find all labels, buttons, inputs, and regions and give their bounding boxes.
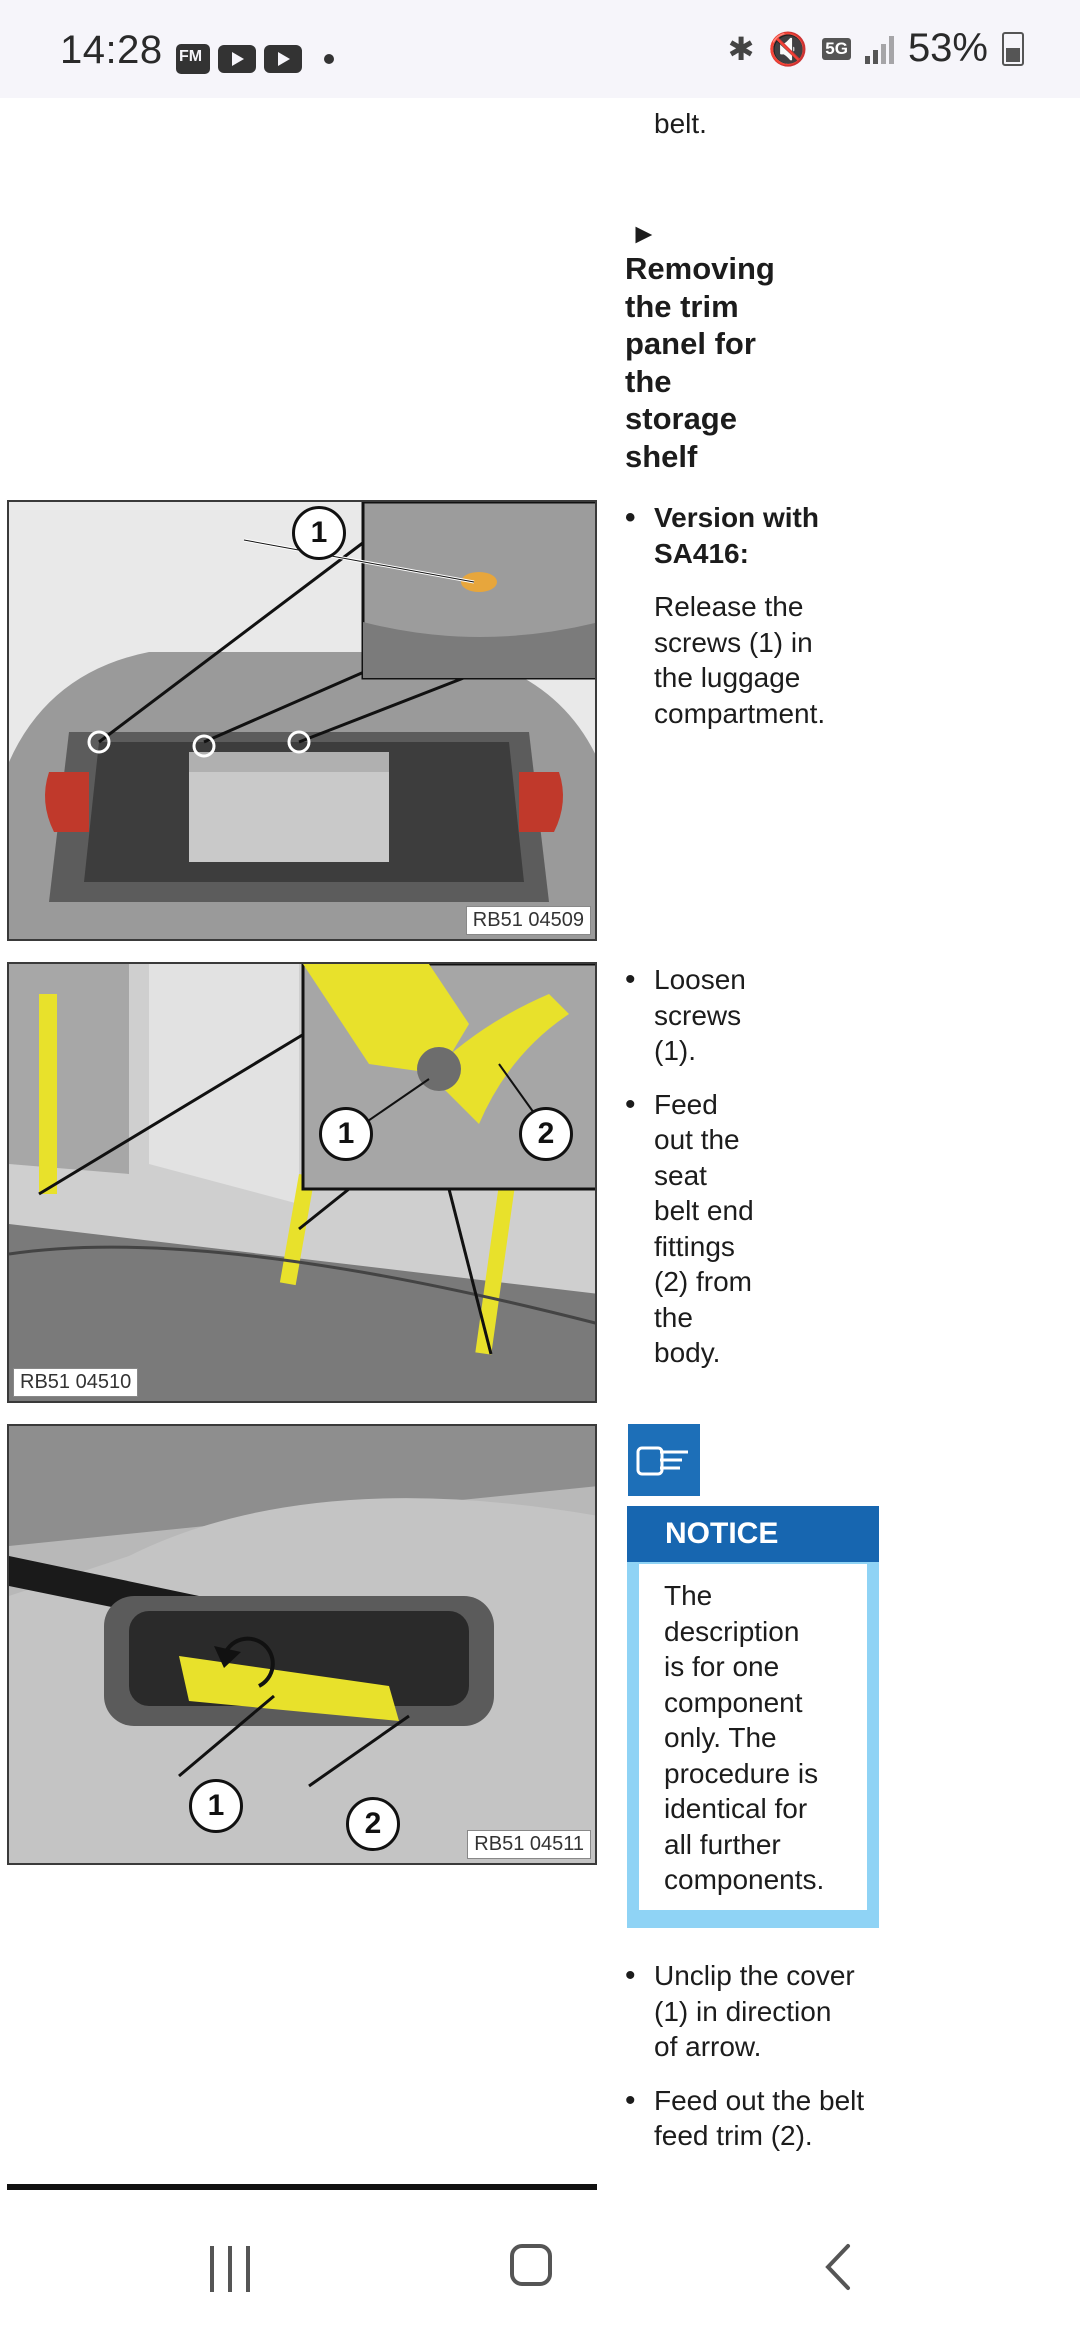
- callout-1: 1: [292, 506, 346, 560]
- step-line: (1).: [654, 1035, 696, 1066]
- step-line: screws: [654, 999, 742, 1031]
- notice-line: procedure is: [664, 1757, 819, 1789]
- heading-line: shelf: [625, 438, 698, 474]
- battery-percent: 53%: [907, 26, 988, 70]
- step-line: seat: [654, 1159, 707, 1191]
- step-title-line: SA416:: [654, 537, 749, 569]
- step-line: belt end: [654, 1195, 754, 1226]
- hand-pointer-icon: [628, 1424, 700, 1496]
- step-body-line: compartment.: [654, 697, 826, 729]
- notice-line: component: [664, 1686, 803, 1718]
- signal-icon: [864, 34, 894, 64]
- heading-line: Removing: [625, 251, 775, 286]
- figure-label: RB51 04510: [13, 1368, 139, 1397]
- text-fragment: belt.: [654, 108, 707, 139]
- heading-line: storage: [625, 401, 737, 436]
- heading-line: panel for: [625, 326, 756, 361]
- notice-line: only. The: [664, 1722, 777, 1753]
- more-notifications-icon: [324, 54, 334, 64]
- step-line: out the: [654, 1124, 740, 1155]
- callout-2: 2: [519, 1107, 573, 1161]
- youtube-icon: [218, 45, 256, 73]
- fm-icon: [176, 44, 210, 74]
- back-button[interactable]: [818, 2242, 858, 2292]
- step-line: of arrow.: [654, 2031, 762, 2062]
- mute-icon: 🔇: [768, 30, 809, 67]
- recents-button[interactable]: [210, 2246, 250, 2292]
- next-figure-edge: [7, 2184, 597, 2190]
- notification-icons: [176, 44, 334, 74]
- notice-line: identical for: [664, 1793, 808, 1824]
- notice-body: The description is for one component onl…: [639, 1564, 867, 1910]
- notice-line: is for one: [664, 1651, 780, 1682]
- step-unclip-cover: Unclip the cover (1) in direction of arr…: [625, 1958, 925, 2154]
- step-body-line: the luggage: [654, 662, 801, 693]
- step-title-line: Version with: [654, 502, 819, 533]
- callout-2: 2: [346, 1797, 400, 1851]
- heading-line: the: [625, 363, 672, 399]
- bluetooth-icon: ✱: [727, 30, 755, 67]
- figure-label: RB51 04511: [467, 1830, 591, 1859]
- notice-line: The: [664, 1580, 713, 1611]
- step-line: Feed: [654, 1088, 718, 1120]
- notice-box: NOTICE The description is for one compon…: [627, 1506, 879, 1928]
- step-line: (1) in direction: [654, 1995, 832, 2027]
- figure-belt-fittings: 1 2 RB51 04510: [7, 962, 597, 1403]
- status-time: 14:28: [60, 28, 163, 72]
- system-icons: ✱ 🔇 5G 53%: [728, 26, 1024, 71]
- figure-label: RB51 04509: [465, 906, 591, 935]
- callout-1: 1: [319, 1107, 373, 1161]
- navigation-bar: [0, 2190, 1080, 2340]
- step-body-line: screws (1) in: [654, 626, 813, 658]
- callout-1: 1: [189, 1779, 243, 1833]
- figure-trunk-overview: 1 RB51 04509: [7, 500, 597, 941]
- youtube-icon: [264, 45, 302, 73]
- home-button[interactable]: [510, 2244, 552, 2286]
- document-view[interactable]: belt. ► Removing the trim panel for the …: [0, 98, 1080, 2190]
- notice-line: description: [664, 1615, 800, 1647]
- figure-belt-feed-trim: 1 2 RB51 04511: [7, 1424, 597, 1865]
- notice-line: components.: [664, 1864, 825, 1895]
- notice-title: NOTICE: [627, 1506, 879, 1562]
- step-line: (2) from: [654, 1266, 752, 1297]
- step-line: feed trim (2).: [654, 2120, 813, 2151]
- step-line: Feed out the belt: [654, 2084, 865, 2116]
- section-arrow: ►: [630, 218, 658, 249]
- status-bar: 14:28 ✱ 🔇 5G 53%: [0, 0, 1080, 98]
- step-line: Loosen: [654, 964, 746, 995]
- step-body-line: Release the: [654, 591, 804, 622]
- step-loosen-screws: Loosen screws (1). Feed out the seat bel…: [625, 962, 905, 1371]
- step-line: the: [654, 1301, 693, 1333]
- step-line: fittings: [654, 1230, 735, 1262]
- battery-icon: [1002, 31, 1024, 66]
- step-line: body.: [654, 1337, 721, 1368]
- step-line: Unclip the cover: [654, 1960, 855, 1991]
- network-type: 5G: [822, 37, 851, 60]
- heading-line: the trim: [625, 288, 739, 324]
- step-version-sa416: Version with SA416: Release the screws (…: [625, 500, 905, 731]
- notice-line: all further: [664, 1828, 781, 1860]
- section-heading: Removing the trim panel for the storage …: [625, 250, 905, 475]
